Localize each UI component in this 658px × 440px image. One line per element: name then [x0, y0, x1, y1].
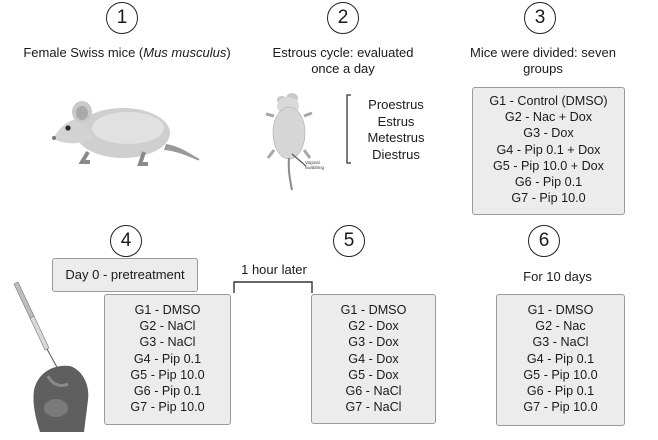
step-1-caption: Female Swiss mice (Mus musculus) — [23, 45, 231, 60]
group-item: G7 - Pip 10.0 — [523, 400, 598, 415]
day0-groups-list: G1 - DMSO G2 - NaCl G3 - NaCl G4 - Pip 0… — [104, 302, 231, 415]
phase-metestrus: Metestrus — [367, 130, 425, 145]
step-3-caption: Mice were divided: seven groups — [470, 45, 616, 76]
group-item: G5 - Pip 10.0 — [130, 367, 205, 382]
ten-day-groups-list: G1 - DMSO G2 - Nac G3 - NaCl G4 - Pip 0.… — [496, 302, 625, 415]
groups-list: G1 - Control (DMSO) G2 - Nac + Dox G3 - … — [472, 93, 625, 206]
group-item: G3 - Dox — [348, 335, 399, 350]
step-4-number: 4 — [120, 230, 132, 251]
species-name: Mus musculus — [143, 45, 227, 60]
group-item: G2 - Nac — [535, 319, 586, 334]
day0-groups-box — [104, 294, 231, 425]
step-2-circle: 2 — [327, 2, 359, 34]
step-3-circle: 3 — [524, 2, 556, 34]
step-1-number: 1 — [116, 7, 128, 28]
connector-label: 1 hour later — [241, 262, 307, 277]
group-item: G7 - NaCl — [345, 400, 402, 415]
step-2-number: 2 — [337, 7, 349, 28]
group-item: G7 - Pip 10.0 — [130, 400, 205, 415]
group-item: G3 - Dox — [523, 126, 574, 141]
group-item: G5 - Pip 10.0 + Dox — [493, 158, 604, 173]
group-item: G2 - Dox — [348, 319, 399, 334]
step-6-circle: 6 — [528, 225, 560, 257]
connector-bracket — [233, 281, 313, 293]
group-item: G7 - Pip 10.0 — [511, 191, 586, 206]
pretreatment-label-box — [52, 258, 198, 292]
groups-box — [472, 87, 625, 215]
ten-day-groups-box — [496, 294, 625, 426]
phase-proestrus: Proestrus — [368, 97, 424, 112]
group-item: G2 - NaCl — [139, 319, 196, 334]
phase-estrus: Estrus — [377, 113, 415, 129]
group-item: G6 - Pip 0.1 — [133, 384, 202, 399]
pretreatment-label: Day 0 - pretreatment — [65, 267, 185, 282]
step-3-number: 3 — [534, 7, 546, 28]
estrous-phase-list: Proestrus Estrus Metestrus Diestrus — [352, 97, 440, 163]
mouse-icon — [52, 101, 200, 166]
step-4-circle: 4 — [110, 225, 142, 257]
group-item: G3 - NaCl — [532, 335, 589, 350]
group-item: G4 - Pip 0.1 — [133, 351, 202, 366]
group-item: G5 - Dox — [348, 367, 399, 382]
duration-label: For 10 days — [523, 269, 592, 284]
phase-bracket — [346, 94, 351, 164]
group-item: G3 - NaCl — [139, 335, 196, 350]
step-2-caption: Estrous cycle: evaluated once a day — [272, 45, 414, 76]
phase-diestrus: Diestrus — [372, 146, 420, 162]
step-6-number: 6 — [538, 230, 550, 251]
group-item: G4 - Pip 0.1 — [526, 351, 595, 366]
group-item: G6 - NaCl — [345, 384, 402, 399]
step-1-circle: 1 — [106, 2, 138, 34]
treatment-groups-list: G1 - DMSO G2 - Dox G3 - Dox G4 - Dox G5 … — [311, 302, 436, 415]
group-item: G4 - Pip 0.1 + Dox — [496, 142, 601, 157]
group-item: G1 - DMSO — [134, 303, 201, 317]
step-5-circle: 5 — [333, 225, 365, 257]
group-item: G6 - Pip 0.1 — [526, 384, 595, 399]
step-5-number: 5 — [343, 230, 355, 251]
treatment-groups-box — [311, 294, 436, 424]
group-item: G6 - Pip 0.1 — [514, 175, 583, 190]
group-item: G5 - Pip 10.0 — [523, 367, 598, 382]
group-item: G2 - Nac + Dox — [504, 110, 593, 125]
syringe-injection-icon — [13, 281, 89, 432]
group-item: G1 - DMSO — [527, 303, 594, 317]
group-item: G4 - Dox — [348, 351, 399, 366]
group-item: G1 - Control (DMSO) — [489, 94, 608, 108]
group-item: G1 - DMSO — [340, 303, 407, 317]
